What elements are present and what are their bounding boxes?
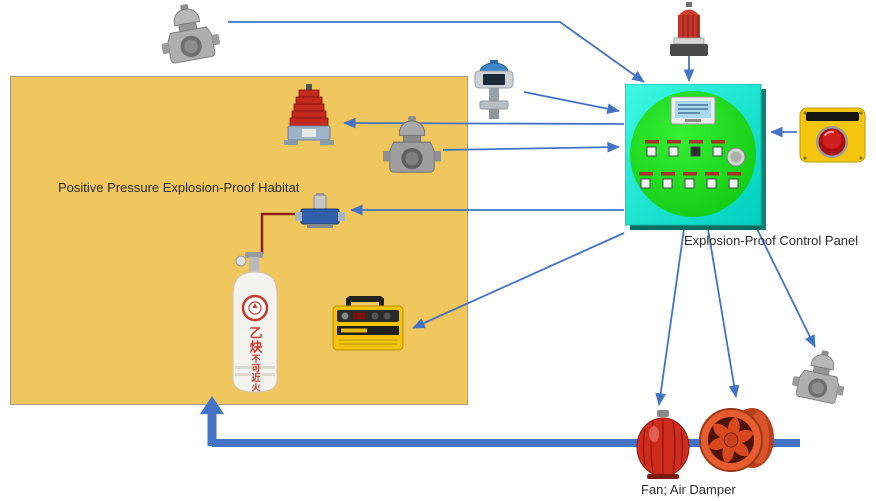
emergency-stop-icon bbox=[799, 107, 866, 163]
fan-icon bbox=[699, 408, 774, 472]
panel-button-row-2 bbox=[639, 172, 741, 189]
tower-warning-light bbox=[282, 84, 336, 148]
gas-detector-top bbox=[145, 0, 232, 70]
control-panel-icon bbox=[625, 84, 766, 230]
warning-beacon-top bbox=[664, 2, 714, 58]
emergency-stop-button bbox=[799, 106, 867, 164]
welding-machine bbox=[327, 290, 409, 354]
explosion-proof-control-panel bbox=[625, 84, 766, 230]
gas-detector-icon bbox=[792, 350, 845, 404]
line-panel-to-bottom-beacon bbox=[655, 228, 685, 406]
solenoid-valve-icon bbox=[295, 193, 345, 228]
stack-light-icon bbox=[284, 84, 334, 145]
alarm-beacon-icon bbox=[636, 410, 690, 479]
line-panel-to-fan bbox=[707, 228, 740, 398]
pressure-transmitter bbox=[466, 60, 522, 120]
axial-fan bbox=[698, 400, 776, 480]
line-top-detector-to-panel bbox=[228, 21, 645, 83]
pressure-transmitter-icon bbox=[474, 60, 514, 119]
warning-beacon-icon bbox=[670, 2, 708, 56]
solenoid-valve bbox=[295, 193, 345, 231]
habitat-label: Positive Pressure Explosion-Proof Habita… bbox=[58, 180, 300, 195]
panel-button-row-1 bbox=[645, 140, 725, 157]
cylinder-gas-name: 乙炔 bbox=[247, 326, 263, 354]
gas-detector-habitat bbox=[383, 116, 441, 176]
fan-label: Fan; Air Damper bbox=[641, 482, 736, 497]
line-habitat-detector-to-panel bbox=[442, 141, 620, 153]
control-panel-label: Explosion-Proof Control Panel bbox=[684, 233, 859, 248]
cylinder-warning-text: 不可近火 bbox=[250, 354, 261, 392]
gas-cylinder-icon bbox=[232, 252, 278, 393]
acetylene-cylinder: 乙炔 不可近火 bbox=[227, 246, 283, 396]
gas-detector-bottom bbox=[789, 345, 851, 409]
alarm-beacon-bottom bbox=[633, 410, 693, 480]
gas-detector-icon bbox=[161, 4, 220, 64]
welder-icon bbox=[332, 296, 404, 351]
line-transmitter-to-panel bbox=[523, 91, 620, 115]
gas-detector-icon bbox=[383, 116, 441, 173]
